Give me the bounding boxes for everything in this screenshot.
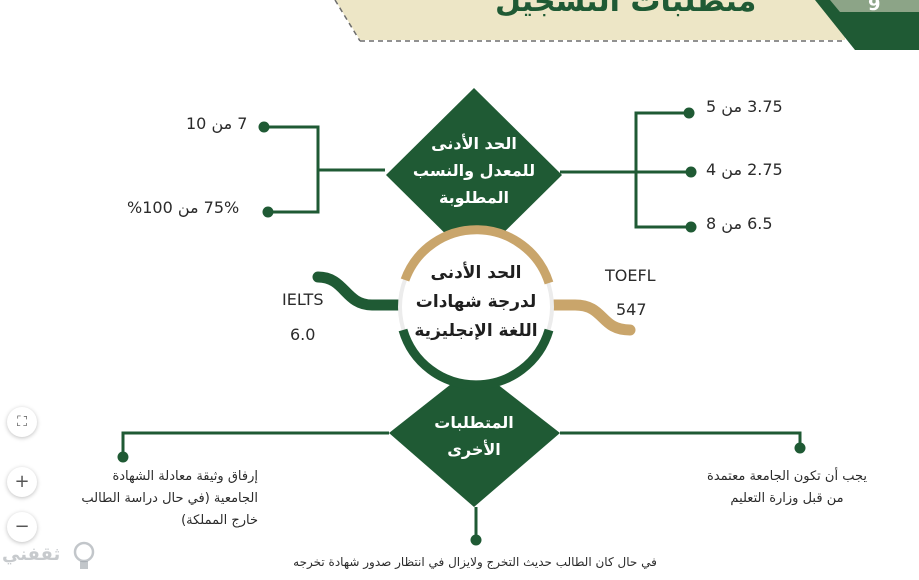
other-left-text: إرفاق وثيقة معادلة الشهادة الجامعية (في …: [62, 466, 258, 532]
gpa-right-dot-3: [685, 221, 697, 233]
gpa-right-dot-1: [683, 107, 695, 119]
title-band-dashed-slant: [334, 0, 361, 42]
ielts-label: IELTS: [282, 290, 324, 309]
other-left-line-1: إرفاق وثيقة معادلة الشهادة: [112, 469, 258, 484]
badge-shape: [815, 0, 919, 50]
page-number-badge: 9: [868, 0, 881, 15]
other-right-dot: [794, 442, 806, 454]
gpa-right-bracket: [560, 111, 690, 229]
badge-accent: [830, 0, 919, 12]
page-title: متطلبات التسجيل: [495, 0, 757, 19]
ielts-connector: [312, 271, 406, 311]
header-banner: [334, 0, 919, 50]
gpa-diamond-line-3: المطلوبة: [438, 188, 510, 207]
gpa-right-dot-2: [685, 166, 697, 178]
other-right-line-1: يجب أن تكون الجامعة معتمدة: [707, 469, 867, 484]
gpa-right-value-2: 2.75 من 4: [706, 160, 783, 179]
gpa-right-value-1: 3.75 من 5: [706, 97, 783, 116]
gpa-left-value-1: 7 من 10: [186, 114, 248, 133]
gpa-left-dot-2: [262, 206, 274, 218]
other-right-text: يجب أن تكون الجامعة معتمدة من قبل وزارة …: [692, 466, 882, 510]
toefl-label: TOEFL: [605, 266, 656, 285]
fit-screen-icon: ⛶: [17, 414, 27, 430]
plus-icon: +: [14, 471, 30, 492]
english-circle-line-2: لدرجة شهادات: [415, 292, 537, 312]
other-bottom-dot: [470, 534, 482, 546]
english-circle-green-arc: [398, 328, 554, 390]
english-circle-line-3: اللغة الإنجليزية: [414, 321, 538, 341]
other-left-line-3: خارج المملكة): [181, 513, 258, 528]
gpa-left-value-2: 75% من 100%: [127, 198, 240, 217]
english-circle-gold-arc: [400, 225, 554, 285]
gpa-right-value-3: 6.5 من 8: [706, 214, 773, 233]
gpa-left-dot-1: [258, 121, 270, 133]
other-branches: [121, 431, 802, 538]
english-circle-label: الحد الأدنى لدرجة شهادات اللغة الإنجليزي…: [398, 259, 554, 346]
minus-icon: −: [14, 516, 30, 537]
other-left-line-2: الجامعية (في حال دراسة الطالب: [81, 491, 258, 506]
ielts-score: 6.0: [290, 325, 316, 344]
other-right-line-2: من قبل وزارة التعليم: [730, 491, 844, 506]
fit-screen-button[interactable]: ⛶: [7, 407, 37, 437]
other-bottom-text: في حال كان الطالب حديث التخرج ولايزال في…: [293, 555, 657, 569]
other-diamond-label: المتطلبات الأخرى: [404, 409, 544, 463]
other-diamond-line-2: الأخرى: [447, 440, 501, 459]
title-band: [335, 0, 845, 40]
gpa-diamond: [386, 88, 562, 262]
zoom-out-button[interactable]: −: [7, 512, 37, 542]
watermark-text: ثقفني: [2, 544, 61, 565]
zoom-in-button[interactable]: +: [7, 467, 37, 497]
gpa-diamond-line-2: للمعدل والنسب: [412, 161, 536, 180]
watermark-logo: ثقفني: [2, 538, 102, 578]
gpa-diamond-label: الحد الأدنى للمعدل والنسب المطلوبة: [394, 130, 554, 211]
english-circle-line-1: الحد الأدنى: [430, 263, 522, 283]
other-diamond: [389, 366, 560, 507]
gpa-diamond-line-1: الحد الأدنى: [431, 134, 517, 153]
other-diamond-line-1: المتطلبات: [434, 413, 514, 432]
gpa-left-bracket: [264, 125, 385, 214]
toefl-connector: [539, 299, 636, 336]
lightbulb-icon: [73, 541, 95, 569]
toefl-score: 547: [616, 300, 647, 319]
other-left-dot: [117, 451, 129, 463]
